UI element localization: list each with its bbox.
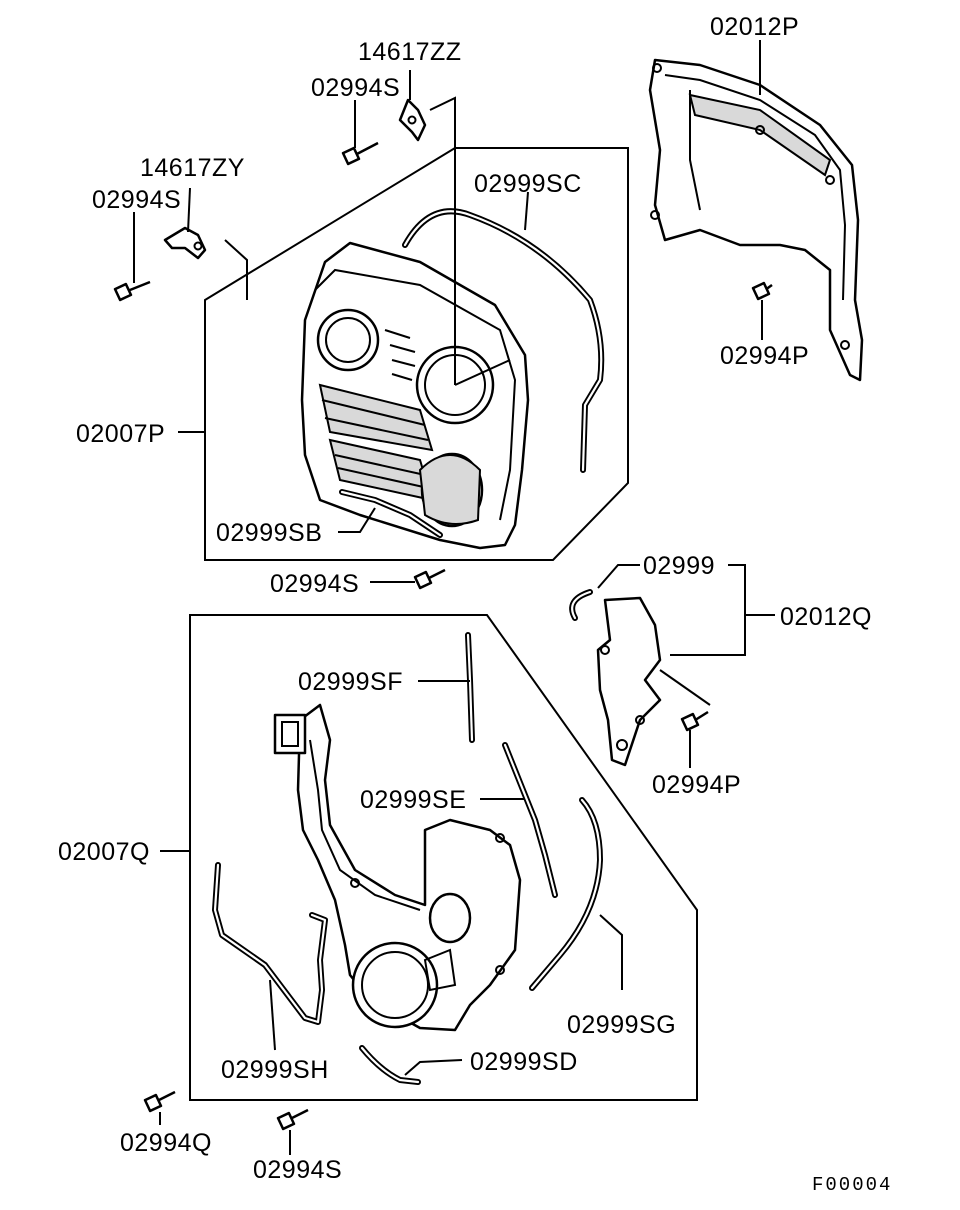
bolt-02994s-d [276,1108,309,1131]
seal-02999sg [529,797,603,991]
seal-02999sh [212,862,328,1025]
bolt-02994p-b [680,710,709,732]
label-02999sd: 02999SD [470,1048,578,1076]
label-02994p-a: 02994P [720,342,809,370]
label-02007p: 02007P [76,420,165,448]
bracket-14617zy [163,226,207,260]
label-02994q: 02994Q [120,1129,212,1157]
bolt-02994s-c [413,568,446,590]
label-02012q: 02012Q [780,603,872,631]
lower-cover-assembly-frame [189,614,698,1101]
bolt-02994p-a [751,281,773,301]
upper-timing-cover [300,241,530,550]
bracket-02012q [596,596,662,767]
bolt-02994s-b [113,280,151,302]
label-02012p: 02012P [710,13,799,41]
label-02999sc: 02999SC [474,170,582,198]
label-02994s-a: 02994S [311,74,400,102]
lower-timing-cover [273,703,522,1032]
figure-code: F00004 [812,1174,892,1196]
label-02994s-d: 02994S [253,1156,342,1184]
bracket-14617zz [398,98,427,142]
seal-02999sd [359,1045,421,1085]
label-02999: 02999 [643,552,715,580]
label-02999sf: 02999SF [298,668,403,696]
label-14617zy: 14617ZY [140,154,245,182]
bolt-02994s-a [341,141,379,166]
label-02999sg: 02999SG [567,1011,676,1039]
label-02999se: 02999SE [360,786,466,814]
label-02999sb: 02999SB [216,519,322,547]
label-02999sh: 02999SH [221,1056,329,1084]
rear-cover-plate-02012p [648,58,864,382]
label-02994s-c: 02994S [270,570,359,598]
label-02994p-b: 02994P [652,771,741,799]
label-02994s-b: 02994S [92,186,181,214]
bolt-02994q [143,1090,176,1113]
label-02007q: 02007Q [58,838,150,866]
label-14617zz: 14617ZZ [358,38,462,66]
